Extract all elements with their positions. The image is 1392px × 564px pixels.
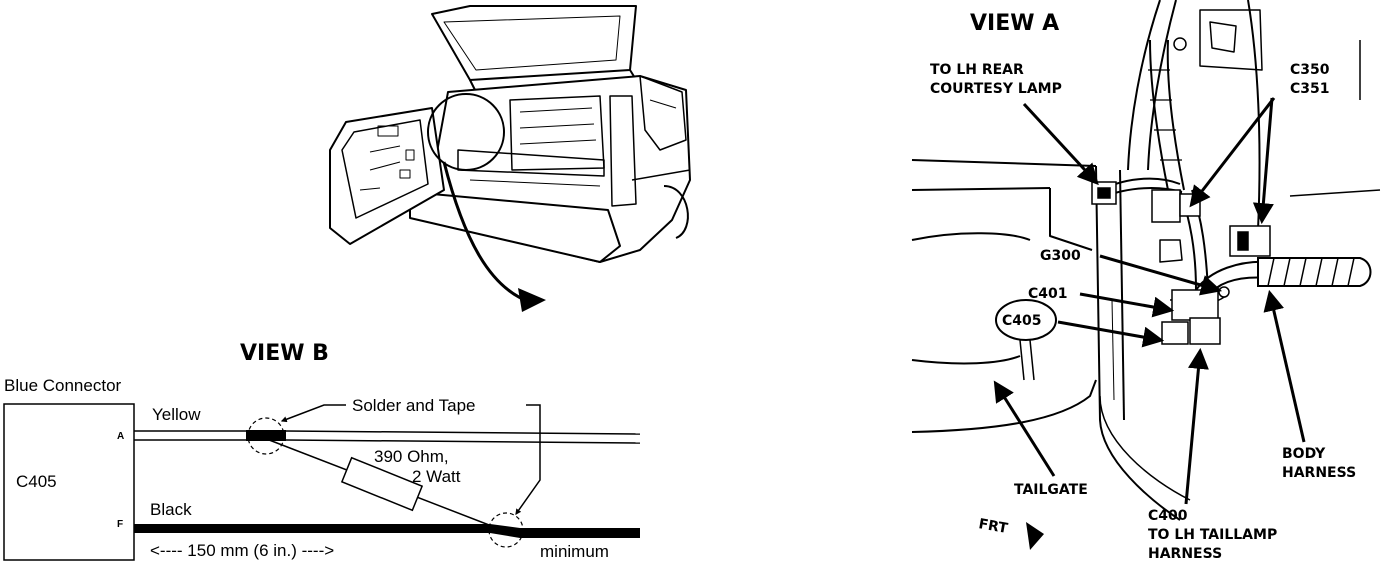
resistor-watt-label: 2 Watt — [412, 467, 461, 486]
c405-label: C405 — [1002, 313, 1042, 329]
length-label: <---- 150 mm (6 in.) ----> — [150, 541, 334, 560]
black-wire — [134, 524, 640, 538]
yellow-splice — [246, 430, 286, 441]
connector-c405-label: C405 — [16, 472, 57, 491]
pin-a-label: A — [117, 431, 124, 442]
view-a: VIEW A — [911, 0, 1381, 562]
solder-tape-callout — [280, 404, 541, 515]
view-a-connectors — [1091, 37, 1271, 345]
c401-label: C401 — [1028, 286, 1068, 302]
view-b-title: VIEW B — [240, 341, 329, 366]
view-b: VIEW B Blue Connector C405 A F Yellow Bl… — [3, 341, 641, 561]
solder-tape-label: Solder and Tape — [352, 396, 476, 415]
resistor-value-label: 390 Ohm, — [374, 447, 449, 466]
frt-label: FRT — [977, 516, 1009, 537]
black-wire-label: Black — [150, 500, 192, 519]
minimum-label: minimum — [540, 542, 609, 561]
wiring-harness — [1099, 39, 1271, 311]
frt-arrow-icon — [1026, 522, 1044, 550]
connector-c405-box — [3, 403, 135, 561]
pin-f-label: F — [117, 519, 123, 530]
view-a-leader-arrows — [993, 97, 1306, 505]
g300-label: G300 — [1040, 248, 1081, 264]
body-harness-wrap — [1257, 257, 1372, 287]
c405-callout-circle — [995, 299, 1057, 341]
body-harness-label-1: BODY — [1282, 446, 1326, 462]
resistor — [340, 456, 424, 512]
c351-label: C351 — [1290, 81, 1330, 97]
splice-circle-yellow — [247, 417, 285, 455]
courtesy-lamp-label-1: TO LH REAR — [930, 62, 1024, 78]
courtesy-lamp-label-2: COURTESY LAMP — [930, 81, 1062, 97]
splice-circle-black — [488, 512, 524, 548]
body-harness-label-2: HARNESS — [1282, 465, 1356, 481]
c400-label-2: TO LH TAILLAMP — [1148, 527, 1277, 543]
vehicle-illustration — [329, 5, 691, 312]
c400-label-3: HARNESS — [1148, 546, 1222, 562]
blue-connector-label: Blue Connector — [4, 376, 122, 395]
yellow-wire-label: Yellow — [152, 405, 201, 424]
c350-label: C350 — [1290, 62, 1330, 78]
tailgate-label: TAILGATE — [1014, 482, 1088, 498]
c400-label-1: C400 — [1148, 508, 1188, 524]
yellow-wire — [134, 430, 641, 444]
view-a-body-structure — [911, 0, 1381, 521]
view-a-title: VIEW A — [970, 11, 1059, 36]
